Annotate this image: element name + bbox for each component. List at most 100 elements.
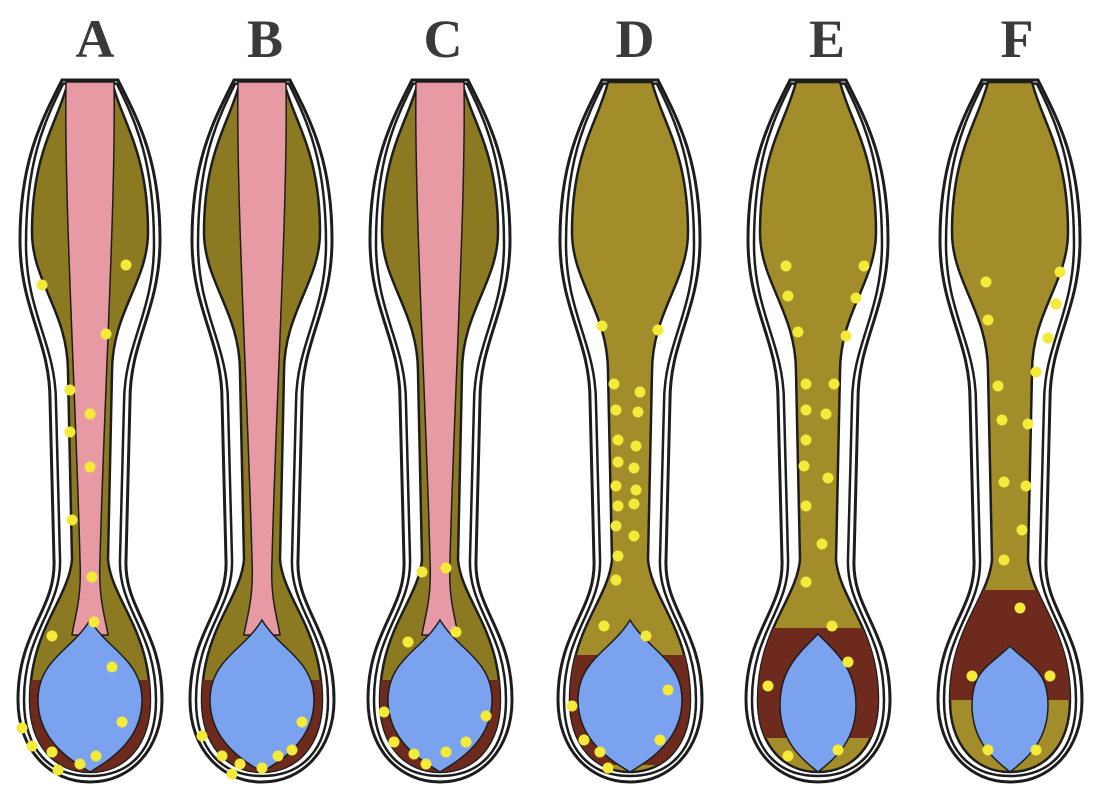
yellow-dot [981,277,992,288]
yellow-dot [17,723,28,734]
follicle-a [10,80,170,790]
yellow-dot [999,477,1010,488]
yellow-dot [403,637,414,648]
yellow-dot [65,427,76,438]
yellow-dot [197,731,208,742]
yellow-dot [821,409,832,420]
yellow-dot [801,501,812,512]
yellow-dot [1017,525,1028,536]
yellow-dot [781,261,792,272]
yellow-dot [235,759,246,770]
yellow-dot [65,385,76,396]
yellow-dot [843,657,854,668]
yellow-dot [801,577,812,588]
yellow-dot [47,747,58,758]
yellow-dot [287,745,298,756]
yellow-dot [389,737,400,748]
yellow-dot [611,521,622,532]
yellow-dot [611,405,622,416]
yellow-dot [85,462,96,473]
yellow-dot [635,387,646,398]
yellow-dot [297,717,308,728]
yellow-dot [1051,299,1062,310]
follicle-e [738,80,898,782]
yellow-dot [1015,603,1026,614]
yellow-dot [983,745,994,756]
yellow-dot [801,379,812,390]
yellow-dot [599,621,610,632]
yellow-dot [783,751,794,762]
yellow-dot [441,747,452,758]
yellow-dot [379,707,390,718]
yellow-dot [801,435,812,446]
yellow-dot [611,481,622,492]
yellow-dot [793,327,804,338]
yellow-dot [763,681,774,692]
yellow-dot [227,769,238,780]
yellow-dot [579,735,590,746]
yellow-dot [417,567,428,578]
yellow-dot [629,531,640,542]
yellow-dot [823,473,834,484]
follicle-d [550,80,710,782]
yellow-dot [409,749,420,760]
yellow-dot [421,759,432,770]
yellow-dot [1043,333,1054,344]
yellow-dot [1031,745,1042,756]
follicle-f [930,80,1090,782]
yellow-dot [631,441,642,452]
yellow-dot [47,631,58,642]
yellow-dot [273,751,284,762]
yellow-dot [653,325,664,336]
yellow-dot [609,379,620,390]
yellow-dot [851,293,862,304]
yellow-dot [257,763,268,774]
yellow-dot [783,291,794,302]
yellow-dot [641,631,652,642]
yellow-dot [461,737,472,748]
yellow-dot [441,563,452,574]
yellow-dot [117,717,128,728]
yellow-dot [67,515,78,526]
yellow-dot [53,765,64,776]
yellow-dot [451,627,462,638]
follicle-b [182,80,342,790]
yellow-dot [999,555,1010,566]
yellow-dot [983,315,994,326]
yellow-dot [1055,267,1066,278]
yellow-dot [613,457,624,468]
yellow-dot [997,415,1008,426]
yellow-dot [613,551,624,562]
yellow-dot [613,435,624,446]
yellow-dot [859,261,870,272]
yellow-dot [27,741,38,752]
yellow-dot [567,701,578,712]
yellow-dot [481,711,492,722]
yellow-dot [85,409,96,420]
yellow-dot [1021,481,1032,492]
yellow-dot [841,331,852,342]
yellow-dot [611,575,622,586]
yellow-dot [799,461,810,472]
yellow-dot [827,621,838,632]
yellow-dot [1023,419,1034,430]
yellow-dot [597,321,608,332]
yellow-dot [91,751,102,762]
yellow-dot [967,671,978,682]
yellow-dot [613,501,624,512]
yellow-dot [833,745,844,756]
yellow-dot [655,735,666,746]
yellow-dot [603,763,614,774]
yellow-dot [89,617,100,628]
yellow-dot [595,747,606,758]
yellow-dot [1045,671,1056,682]
yellow-dot [75,759,86,770]
yellow-dot [101,329,112,340]
yellow-dot [217,751,228,762]
yellow-dot [107,662,118,673]
yellow-dot [1031,367,1042,378]
yellow-dot [629,499,640,510]
yellow-dot [801,405,812,416]
